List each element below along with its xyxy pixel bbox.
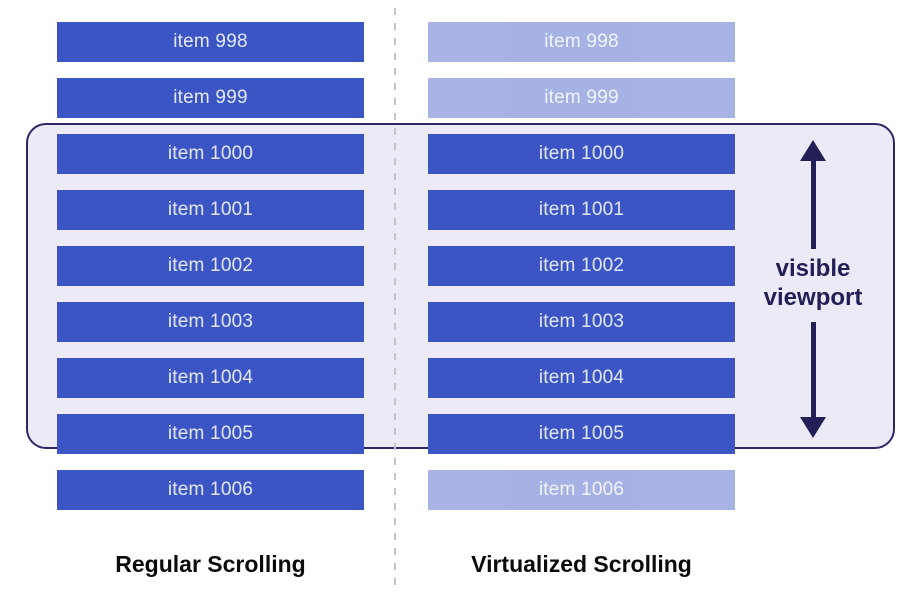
list-item: item 1006 bbox=[57, 470, 364, 510]
dashed-divider bbox=[394, 8, 396, 589]
viewport-annotation: visible viewport bbox=[733, 254, 893, 312]
list-item: item 1003 bbox=[428, 302, 735, 342]
arrow-up-shaft bbox=[810, 161, 816, 249]
viewport-annotation-line2: viewport bbox=[763, 284, 863, 311]
arrow-up-head bbox=[800, 140, 826, 161]
list-item-virtualized: item 1006 bbox=[428, 470, 735, 510]
arrow-up-icon bbox=[800, 140, 826, 249]
list-item: item 1005 bbox=[57, 414, 364, 454]
arrow-down-head bbox=[800, 417, 826, 438]
list-item: item 1002 bbox=[57, 246, 364, 286]
arrow-down-shaft bbox=[810, 322, 816, 417]
list-item: item 1003 bbox=[57, 302, 364, 342]
list-item-virtualized: item 998 bbox=[428, 22, 735, 62]
list-item: item 1005 bbox=[428, 414, 735, 454]
arrow-down-icon bbox=[800, 322, 826, 438]
list-item: item 998 bbox=[57, 22, 364, 62]
virtualized-scrolling-caption: Virtualized Scrolling bbox=[471, 551, 692, 577]
list-item: item 1001 bbox=[428, 190, 735, 230]
list-item: item 1004 bbox=[57, 358, 364, 398]
virtualized-scrolling-column: item 998 item 999 item 1000 item 1001 it… bbox=[428, 22, 735, 510]
list-item-virtualized: item 999 bbox=[428, 78, 735, 118]
list-item: item 1000 bbox=[57, 134, 364, 174]
list-item: item 1004 bbox=[428, 358, 735, 398]
list-item: item 999 bbox=[57, 78, 364, 118]
regular-scrolling-column: item 998 item 999 item 1000 item 1001 it… bbox=[57, 22, 364, 510]
regular-scrolling-caption: Regular Scrolling bbox=[115, 551, 306, 577]
list-item: item 1000 bbox=[428, 134, 735, 174]
viewport-annotation-line1: visible bbox=[775, 255, 851, 282]
list-item: item 1002 bbox=[428, 246, 735, 286]
list-item: item 1001 bbox=[57, 190, 364, 230]
